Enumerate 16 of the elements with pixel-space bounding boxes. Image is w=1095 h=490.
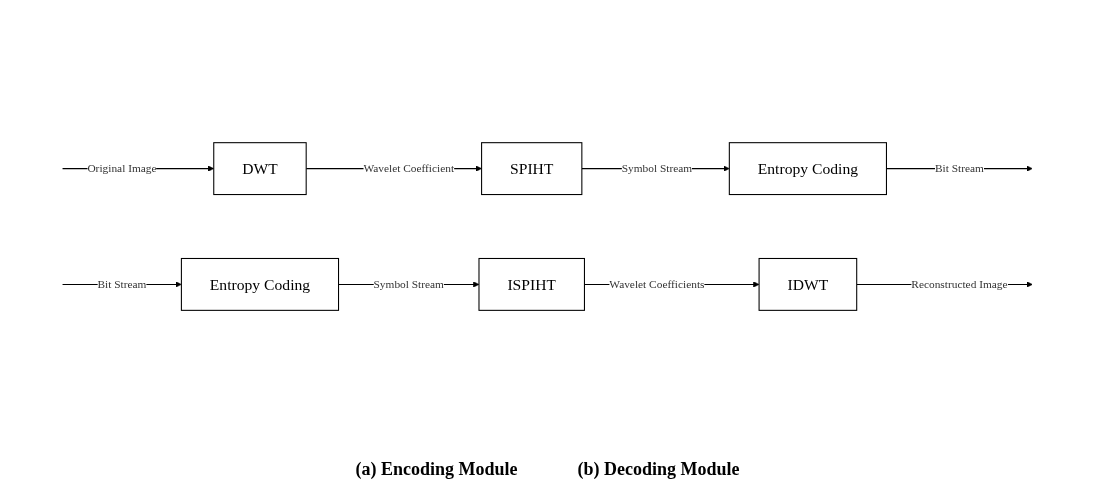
edge-label: Reconstructed Image [911,278,1008,291]
node-box: Entropy Coding [728,142,887,196]
edge-label: Symbol Stream [621,162,693,175]
node-box: SPIHT [481,142,583,196]
node-box: ISPIHT [478,257,585,311]
edge-label: Original Image [87,162,157,175]
edge-label: Bit Stream [97,278,147,291]
edge-label: Wavelet Coefficients [609,278,705,291]
caption-text: (a) Encoding Module [355,459,518,480]
edge-label: Wavelet Coefficient [363,162,455,175]
node-box: DWT [213,142,307,196]
node-box: Entropy Coding [180,257,340,311]
edge-label: Bit Stream [934,162,984,175]
edge-label: Symbol Stream [373,278,444,291]
caption-text: (b) Decoding Module [577,459,740,480]
node-box: IDWT [758,257,858,311]
